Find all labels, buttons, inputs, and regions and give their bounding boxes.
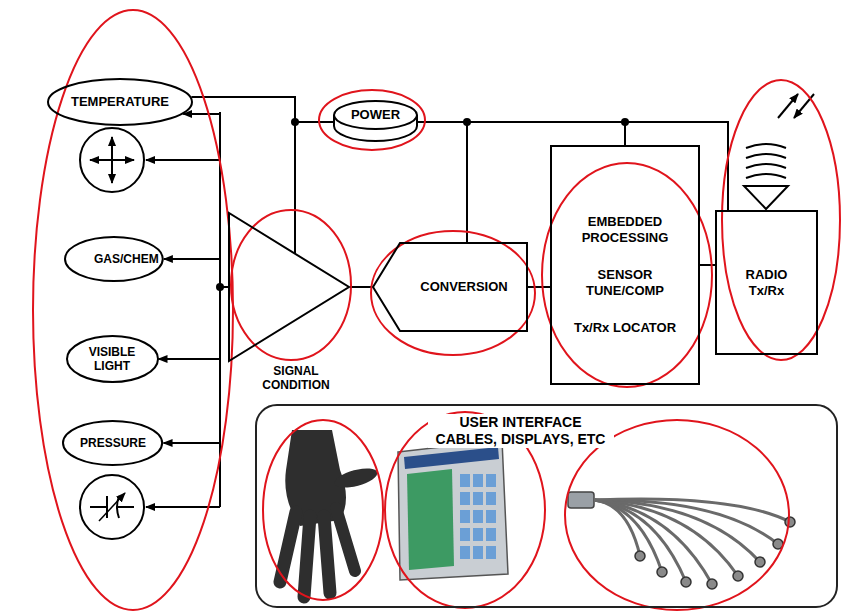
hand-finger: [280, 512, 296, 582]
cylinder-top: [334, 101, 417, 129]
signal-wire: [418, 122, 625, 145]
sensor-ellipse: VISIBLE LIGHT: [66, 335, 159, 383]
display-frame: [398, 440, 508, 580]
hand-finger: [304, 516, 310, 597]
processor-box: EMBEDDED PROCESSING SENSOR TUNE/COMP Tx/Rx…: [550, 145, 700, 385]
amplifier-triangle: SIGNAL CONDITION: [228, 212, 364, 402]
cable-plug: [657, 567, 667, 577]
highlight-ellipse: [33, 10, 233, 610]
antenna: [744, 186, 788, 209]
triangle-outline: [229, 213, 349, 361]
cable: [594, 499, 790, 522]
ellipse-outline: [67, 336, 158, 382]
hand-thumb: [333, 465, 380, 492]
node-label: POWER: [351, 107, 400, 123]
cable: [594, 500, 738, 576]
display-keypad: [460, 474, 496, 560]
signal-wire: [183, 114, 228, 287]
signal-wire: [418, 122, 728, 210]
motion-arrows: [111, 137, 113, 183]
radio-wave: [746, 144, 786, 148]
signal-wire: [350, 286, 372, 288]
radio-box: RADIO Tx/Rx: [715, 210, 818, 355]
hand-illustration: [280, 430, 379, 597]
signal-wire: [700, 264, 715, 266]
ellipse-outline: [65, 237, 163, 281]
capacitor-symbol: [80, 475, 144, 539]
bus-arrow: [146, 159, 220, 161]
hand-finger: [324, 516, 330, 593]
radio-wave: [746, 174, 786, 178]
capacitor-plate: [106, 496, 108, 518]
highlight-ellipse: [565, 420, 789, 610]
cables-illustration: [568, 492, 795, 589]
node-label: USER INTERFACE CABLES, DISPLAYS, ETC: [428, 414, 614, 448]
display-illustration: [398, 440, 508, 580]
radio-wave: [746, 164, 786, 168]
converter-block: CONVERSION: [372, 242, 528, 332]
triangle-outline: [228, 212, 350, 362]
display-screen: [407, 469, 454, 570]
highlight-ellipse: [319, 90, 425, 150]
highlight-ellipse: [231, 210, 351, 360]
sensor-ellipse: PRESSURE: [62, 420, 163, 466]
variable-arrow: [99, 493, 125, 521]
cable-plug: [785, 517, 795, 527]
node-label: SENSOR TUNE/COMP: [565, 267, 685, 298]
node-label: VISIBLE LIGHT: [82, 345, 142, 374]
cable-plug: [755, 557, 765, 567]
node-label: SIGNAL CONDITION: [246, 364, 346, 393]
signal-wire: [164, 287, 228, 443]
hand-finger: [336, 508, 355, 571]
node-label: RADIO Tx/Rx: [737, 267, 797, 298]
signal-wire: [191, 97, 333, 122]
power-cylinder: POWER: [333, 100, 418, 142]
cable: [594, 500, 778, 544]
signal-wire: [418, 122, 467, 242]
sensor-ellipse: TEMPERATURE: [47, 78, 193, 126]
tx-arrow: [778, 94, 798, 118]
rx-arrow: [794, 94, 814, 118]
signal-wire: [528, 286, 550, 288]
capacitor-lead: [117, 506, 134, 508]
node-label: Tx/Rx LOCATOR: [574, 320, 676, 336]
cable-plug: [635, 551, 645, 561]
cable-plug: [681, 577, 691, 587]
db-connector: [568, 492, 594, 508]
cable-plug: [733, 571, 743, 581]
node-label: GAS/CHEM: [94, 252, 134, 266]
ellipse-outline: [48, 79, 192, 125]
node-label: TEMPERATURE: [71, 94, 169, 110]
highlight-ellipse: [542, 163, 712, 387]
node-label: PRESSURE: [80, 436, 146, 450]
interface-panel: USER INTERFACE CABLES, DISPLAYS, ETC: [255, 404, 838, 608]
motion-symbol: [80, 128, 144, 192]
highlight-ellipse: [263, 420, 383, 600]
cable-plug: [707, 579, 717, 589]
node-label: EMBEDDED PROCESSING: [565, 214, 685, 245]
highlight-ellipse: [371, 231, 535, 355]
node-label: CONVERSION: [420, 279, 507, 295]
signal-wire: [164, 259, 228, 287]
highlight-ellipse: [722, 80, 840, 360]
cable: [594, 500, 760, 562]
ellipse-outline: [63, 421, 162, 465]
capacitor-lead: [90, 506, 107, 508]
display-bar: [404, 447, 499, 469]
converter-outline: [373, 243, 527, 331]
signal-wire: [159, 287, 229, 359]
sensor-ellipse: GAS/CHEM: [64, 236, 164, 282]
signal-wire: [295, 122, 333, 253]
radio-wave: [746, 154, 786, 158]
